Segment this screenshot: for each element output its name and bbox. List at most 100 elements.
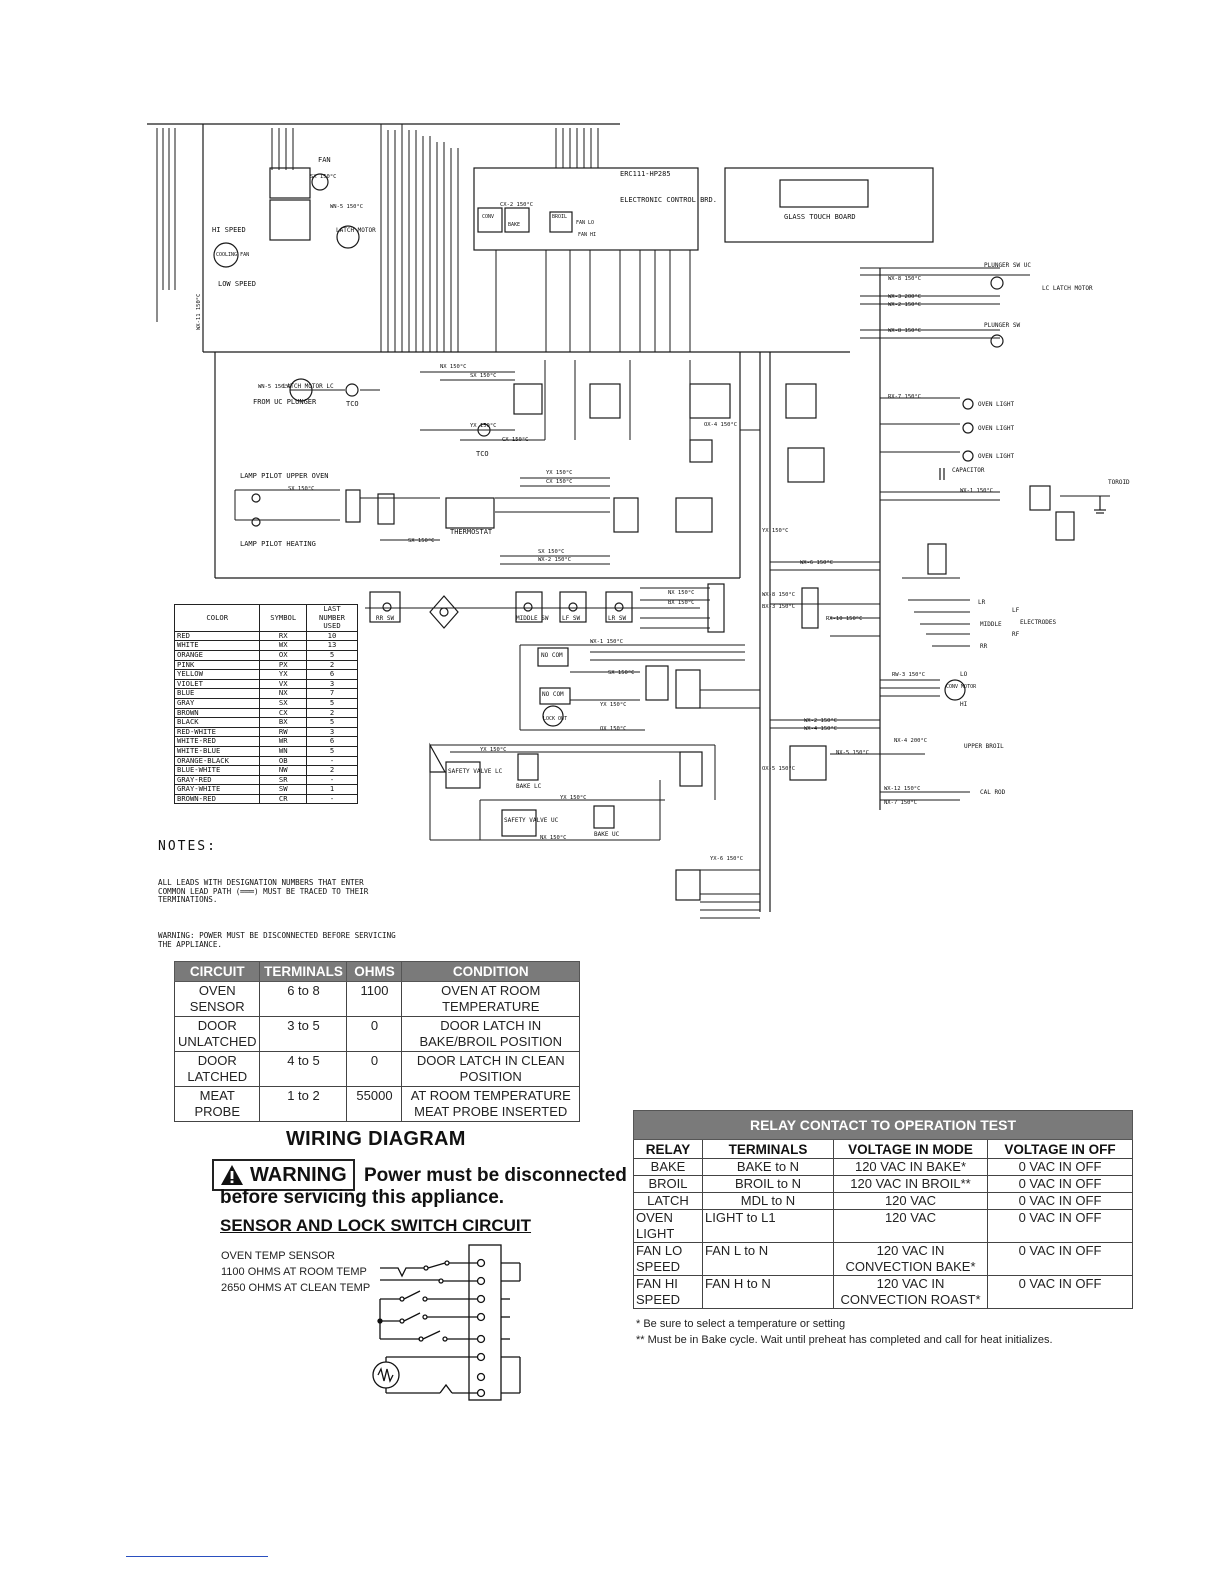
notes-heading: NOTES:: [158, 839, 217, 855]
sensor-line-3: 2650 OHMS AT CLEAN TEMP: [221, 1282, 371, 1294]
wire-sx-5: SX 150°C: [608, 670, 635, 676]
lf-sw-label: LF SW: [562, 615, 580, 622]
lo-label: LO: [960, 671, 968, 678]
wire-yx: YX 150°C: [470, 423, 497, 429]
voltage-off-cell: 0 VAC IN OFF: [987, 1242, 1133, 1276]
wire-wx: WX-2 150°C: [538, 557, 571, 563]
wire-wx12: WX-12 150°C: [884, 786, 920, 792]
glass-touch-board-label: GLASS TOUCH BOARD: [784, 213, 856, 221]
notes-block: NOTES: ALL LEADS WITH DESIGNATION NUMBER…: [158, 826, 396, 958]
wire-cx2: CX-2 150°C: [500, 202, 533, 208]
wire-nx7: NX-7 150°C: [884, 800, 917, 806]
voltage-off-header: VOLTAGE IN OFF: [987, 1139, 1133, 1159]
relay-terminals-cell: FAN L to N: [702, 1242, 834, 1276]
wire-vx: SX 150°C: [408, 538, 435, 544]
sensor-notes: OVEN TEMP SENSOR 1100 OHMS AT ROOM TEMP …: [221, 1248, 370, 1296]
wire-yx-3: YX 150°C: [600, 702, 627, 708]
bake-uc-label: BAKE UC: [594, 831, 620, 838]
wire-wx2-2: WX-2 150°C: [804, 718, 837, 724]
last-number-header: LAST NUMBER USED: [306, 604, 358, 632]
circuit-cell: DOOR UNLATCHED: [173, 1016, 261, 1052]
circuit-cell: DOOR LATCHED: [173, 1051, 261, 1087]
middle-sw-label: MIDDLE SW: [516, 615, 549, 622]
wire-yx6: YX-6 150°C: [710, 856, 743, 862]
relay-cell: LATCH: [633, 1192, 703, 1210]
circuit-cell: MEAT PROBE: [173, 1086, 261, 1122]
relay-terminals-cell: FAN H to N: [702, 1275, 834, 1309]
voltage-mode-cell: 120 VAC IN CONVECTION ROAST*: [833, 1275, 988, 1309]
oven-light-label-1: OVEN LIGHT: [978, 401, 1015, 408]
rf-label: RF: [1012, 631, 1020, 638]
wire-wx1: WX-1 150°C: [960, 488, 993, 494]
electronic-control-label: ELECTRONIC CONTROL BRD.: [620, 196, 717, 204]
hi-speed-label: HI SPEED: [212, 226, 246, 234]
wire-bx3: BX-3 150°C: [762, 604, 795, 610]
wire-cx: CX 150°C: [502, 437, 529, 443]
wire-sx-4: SX 150°C: [538, 549, 565, 555]
conv-label: CONV: [482, 214, 494, 220]
lc-latch-motor-label: LC LATCH MOTOR: [1042, 285, 1093, 292]
wire-sx-2: SX 150°C: [470, 373, 497, 379]
tco-label-2: TCO: [476, 450, 489, 458]
relay-note-2: ** Must be in Bake cycle. Wait until pre…: [636, 1334, 1053, 1346]
wire-wn5: WN-5 150°C: [330, 204, 363, 210]
relay-cell: FAN HI SPEED: [633, 1275, 703, 1309]
wire-wx4: WX-4 150°C: [804, 726, 837, 732]
ohms-header: OHMS: [346, 961, 403, 982]
wire-wx-2: WX-1 150°C: [590, 639, 623, 645]
color-cell: BROWN-RED: [173, 793, 261, 805]
wire-yx2: YX 150°C: [762, 528, 789, 534]
fan-lo-label: FAN LO: [576, 220, 594, 226]
bake-label: BAKE: [508, 222, 520, 228]
wire-wx8-3: WX-8 150°C: [762, 592, 795, 598]
tco-label: TCO: [346, 400, 359, 408]
wire-yx-5: YX 150°C: [560, 795, 587, 801]
sensor-line-1: OVEN TEMP SENSOR: [221, 1250, 335, 1262]
sensor-circuit-title: SENSOR AND LOCK SWITCH CIRCUIT: [220, 1216, 532, 1235]
terminals-header: TERMINALS: [259, 961, 348, 982]
circuit-header: CIRCUIT: [173, 961, 261, 982]
wire-wn: WN-5 150°C: [258, 384, 291, 390]
relay-terminals-cell: LIGHT to L1: [702, 1209, 834, 1243]
symbol-header: SYMBOL: [259, 604, 307, 632]
upper-broil-label: UPPER BROIL: [964, 743, 1004, 750]
wire-wx8: WX-8 150°C: [888, 276, 921, 282]
condition-header: CONDITION: [401, 961, 580, 982]
condition-cell: OVEN AT ROOM TEMPERATURE: [401, 981, 580, 1017]
relay-cell: BROIL: [633, 1175, 703, 1193]
lr-label: LR: [978, 599, 986, 606]
wire-ox4: OX-4 150°C: [704, 422, 737, 428]
note-1: ALL LEADS WITH DESIGNATION NUMBERS THAT …: [158, 877, 369, 905]
plunger-sw-uc-label: PLUNGER SW UC: [984, 262, 1031, 269]
wire-rw3: RW-3 150°C: [892, 672, 925, 678]
from-uc-plunger-label: FROM UC PLUNGER: [253, 398, 317, 406]
broil-label: BROIL: [552, 214, 567, 220]
footer-rule: [126, 1556, 268, 1557]
voltage-mode-cell: 120 VAC IN BROIL**: [833, 1175, 988, 1193]
rr-label: RR: [980, 643, 988, 650]
ohms-cell: 55000: [346, 1086, 403, 1122]
fan-label: FAN: [318, 156, 331, 164]
wire-nx-2: NX 150°C: [668, 590, 695, 596]
last-number-cell: -: [306, 793, 358, 805]
voltage-mode-cell: 120 VAC IN CONVECTION BAKE*: [833, 1242, 988, 1276]
lock-out-label: LOCK OUT: [543, 716, 567, 722]
wire-wx11: WX-11 150°C: [196, 294, 202, 330]
terminals-cell: 6 to 8: [259, 981, 348, 1017]
oven-light-label-2: OVEN LIGHT: [978, 425, 1015, 432]
wire-nx4: NX-4 200°C: [894, 738, 927, 744]
warning-icon: [221, 1165, 243, 1185]
lf-label: LF: [1012, 607, 1020, 614]
voltage-mode-header: VOLTAGE IN MODE: [833, 1139, 988, 1159]
relay-terminals-header: TERMINALS: [702, 1139, 834, 1159]
toroid-label: TOROID: [1108, 479, 1130, 486]
wire-nx5: NX-5 150°C: [836, 750, 869, 756]
